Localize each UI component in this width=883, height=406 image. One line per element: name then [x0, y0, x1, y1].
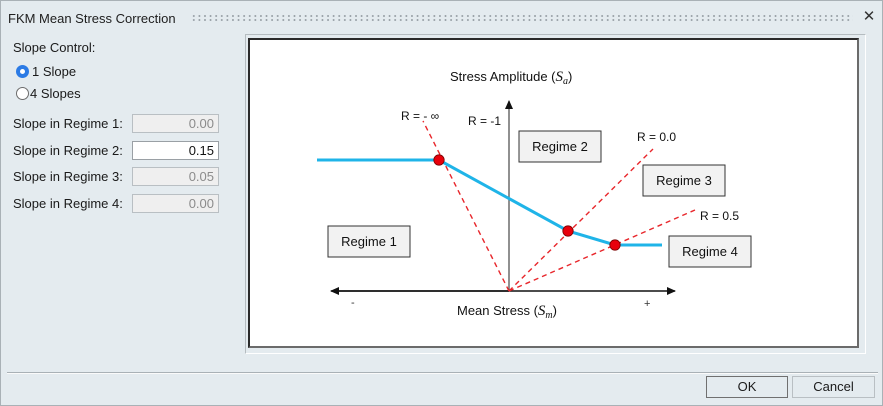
transition-point-3 [609, 239, 621, 251]
radio-label-1-slope[interactable]: 1 Slope [32, 64, 77, 79]
radio-button-1-slope[interactable] [16, 65, 29, 78]
regime-1-box: Regime 1 [327, 225, 411, 258]
slope-regime-3-label: Slope in Regime 3: [13, 169, 123, 184]
r-label-neg-1: R = -1 [468, 114, 501, 128]
ratio-line-r-neg-inf [422, 120, 510, 292]
drag-grip[interactable] [191, 14, 853, 22]
r-label-0-5: R = 0.5 [700, 209, 739, 223]
slope-regime-4-label: Slope in Regime 4: [13, 196, 123, 211]
regime-2-label: Regime 2 [532, 139, 588, 154]
close-icon[interactable]: ✕ [862, 8, 876, 25]
regime-2-box: Regime 2 [518, 130, 602, 163]
diagram-frame [245, 34, 866, 354]
cancel-button[interactable]: Cancel [792, 376, 875, 398]
fkm-diagram: Stress Amplitude (Sa) Mean Stress (Sm) -… [248, 38, 859, 348]
dialog-title: FKM Mean Stress Correction [8, 11, 176, 26]
r-label-neg-inf: R = - ∞ [401, 109, 439, 123]
regime-4-label: Regime 4 [682, 244, 738, 259]
y-axis-title: Stress Amplitude (Sa) [450, 69, 572, 87]
ok-button[interactable]: OK [706, 376, 788, 398]
regime-3-label: Regime 3 [656, 173, 712, 188]
title-bar[interactable]: FKM Mean Stress Correction ✕ [1, 1, 882, 35]
fkm-diagram-svg: Stress Amplitude (Sa) Mean Stress (Sm) -… [317, 69, 752, 321]
radio-button-4-slopes[interactable] [16, 87, 29, 100]
slope-regime-1-label: Slope in Regime 1: [13, 116, 123, 131]
transition-point-1 [433, 154, 445, 166]
regime-4-box: Regime 4 [668, 235, 752, 268]
slope-control-label: Slope Control: [13, 40, 96, 55]
x-axis-title: Mean Stress (Sm) [457, 303, 557, 321]
slope-regime-4-input[interactable] [132, 194, 219, 213]
x-minus-label: - [351, 297, 355, 309]
slope-regime-1-input[interactable] [132, 114, 219, 133]
slope-regime-2-input[interactable] [132, 141, 219, 160]
transition-point-2 [562, 225, 574, 237]
ratio-line-r-0 [508, 148, 654, 292]
radio-label-4-slopes[interactable]: 4 Slopes [30, 86, 81, 101]
r-label-0: R = 0.0 [637, 130, 676, 144]
regime-3-box: Regime 3 [642, 164, 726, 197]
slope-regime-3-input[interactable] [132, 167, 219, 186]
footer-separator [7, 372, 878, 374]
x-plus-label: + [644, 298, 650, 310]
regime-1-label: Regime 1 [341, 234, 397, 249]
ratio-line-r-0-5 [508, 209, 696, 292]
slope-regime-2-label: Slope in Regime 2: [13, 143, 123, 158]
